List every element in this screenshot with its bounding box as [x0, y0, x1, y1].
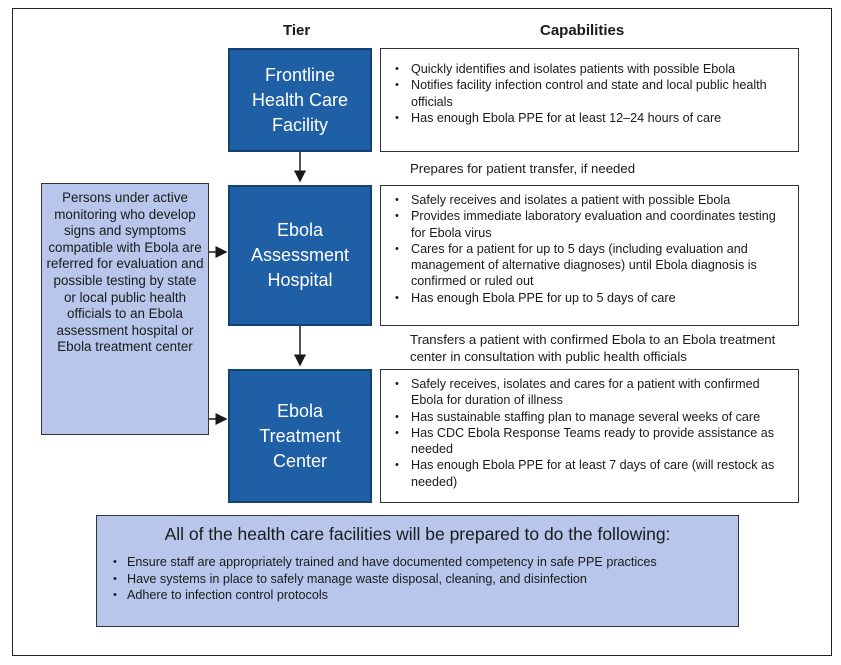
footer-item: Ensure staff are appropriately trained a…	[113, 554, 722, 571]
capability-item: Has enough Ebola PPE for at least 12–24 …	[393, 110, 790, 127]
tier-box-treatment: Ebola Treatment Center	[228, 369, 372, 503]
tier-name-line: Ebola	[276, 220, 324, 240]
footer-title: All of the health care facilities will b…	[164, 524, 671, 544]
transition-text-1: Prepares for patient transfer, if needed	[410, 161, 636, 176]
capabilities-box-frontline: Quickly identifies and isolates patients…	[380, 48, 799, 152]
capability-item: Cares for a patient for up to 5 days (in…	[393, 241, 790, 290]
tier-name-line: Center	[272, 450, 328, 471]
capability-item: Quickly identifies and isolates patients…	[393, 61, 790, 78]
capabilities-box-assessment: Safely receives and isolates a patient w…	[380, 185, 799, 326]
capability-item: Safely receives, isolates and cares for …	[393, 376, 790, 409]
tier-column-header: Tier	[283, 22, 311, 39]
tier-name-line: Hospital	[267, 270, 333, 290]
tier-name-line: Facility	[271, 114, 328, 135]
capability-item: Has enough Ebola PPE for up to 5 days of…	[393, 290, 790, 307]
monitoring-referral-note: Persons under active monitoring who deve…	[41, 183, 209, 435]
capability-item: Notifies facility infection control and …	[393, 77, 790, 110]
capability-item: Has enough Ebola PPE for at least 7 days…	[393, 457, 790, 490]
transition-text-2: Transfers a patient with confirmed Ebola…	[410, 332, 776, 364]
capability-item: Safely receives and isolates a patient w…	[393, 192, 790, 209]
tier-name-line: Ebola	[276, 400, 324, 421]
tier-name-line: Assessment	[250, 245, 350, 265]
tier-name-line: Treatment	[259, 425, 341, 446]
tier-box-frontline: Frontline Health Care Facility	[228, 48, 372, 152]
footer-item: Adhere to infection control protocols	[113, 587, 722, 604]
capabilities-box-treatment: Safely receives, isolates and cares for …	[380, 369, 799, 503]
shared-preparedness-box: All of the health care facilities will b…	[96, 515, 739, 627]
footer-item: Have systems in place to safely manage w…	[113, 571, 722, 588]
tier-name-line: Health Care	[251, 89, 349, 110]
tier-box-assessment: Ebola Assessment Hospital	[228, 185, 372, 326]
capability-item: Has sustainable staffing plan to manage …	[393, 409, 790, 426]
tier-name-line: Frontline	[264, 64, 335, 85]
figure-frame	[12, 8, 832, 656]
capability-item: Provides immediate laboratory evaluation…	[393, 208, 790, 241]
capability-item: Has CDC Ebola Response Teams ready to pr…	[393, 425, 790, 458]
capabilities-column-header: Capabilities	[540, 22, 625, 39]
